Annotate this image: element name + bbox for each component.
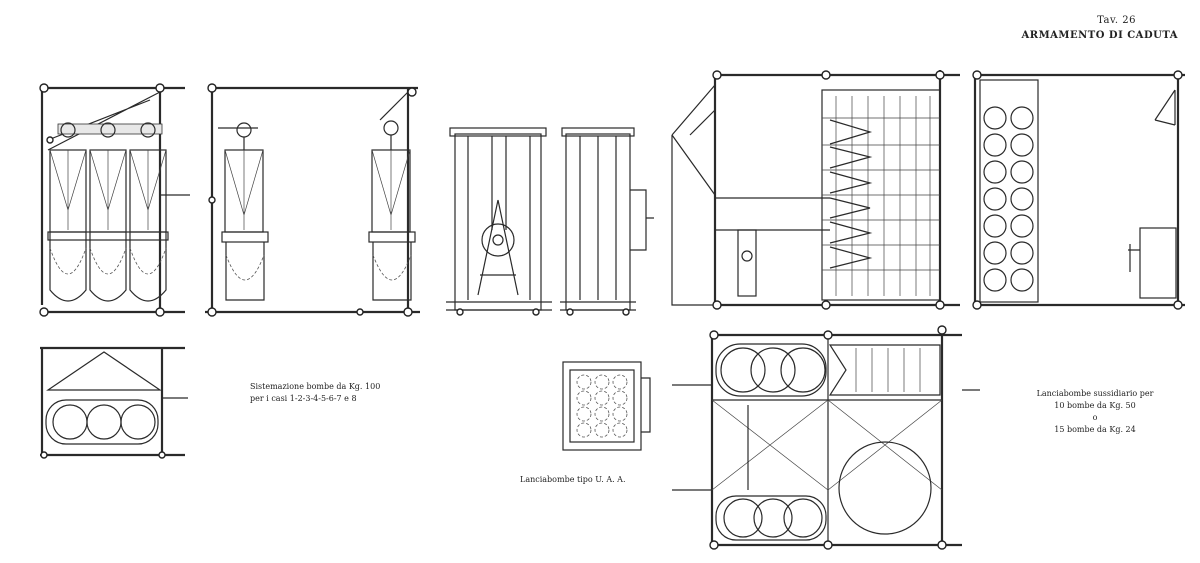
caption-b-line-1: Lanciabombe tipo U. A. A. xyxy=(520,475,626,484)
aux-launcher-plan-view xyxy=(672,325,980,550)
uaa-front-elevation xyxy=(446,127,552,316)
group-b-drawings xyxy=(446,127,654,451)
aux-launcher-side-elevation xyxy=(671,70,960,310)
aux-launcher-end-elevation xyxy=(972,70,1185,310)
caption-c-line-1: Lanciabombe sussidiario per xyxy=(1036,389,1154,398)
bomb-rack-elevation-two xyxy=(205,83,420,317)
uaa-plan-view xyxy=(562,361,651,451)
caption-group-c: Lanciabombe sussidiario per 10 bombe da … xyxy=(1030,388,1160,436)
group-a-drawings xyxy=(39,83,420,459)
caption-c-line-4: 15 bombe da Kg. 24 xyxy=(1054,425,1136,434)
bomb-rack-elevation-three xyxy=(39,83,190,317)
plate-number: Tav. 26 xyxy=(1097,15,1136,26)
group-c-drawings xyxy=(671,70,1185,550)
uaa-side-elevation xyxy=(560,127,654,316)
plate-title: ARMAMENTO DI CADUTA xyxy=(1021,30,1178,41)
caption-c-line-3: o xyxy=(1092,413,1098,422)
bomb-rack-plan xyxy=(40,346,188,459)
caption-group-b: Lanciabombe tipo U. A. A. xyxy=(520,474,626,486)
caption-c-line-2: 10 bombe da Kg. 50 xyxy=(1054,401,1136,410)
caption-a-line-2: per i casi 1-2-3-4-5-6-7 e 8 xyxy=(250,394,357,403)
caption-group-a: Sistemazione bombe da Kg. 100 per i casi… xyxy=(250,381,380,405)
caption-a-line-1: Sistemazione bombe da Kg. 100 xyxy=(250,382,381,391)
